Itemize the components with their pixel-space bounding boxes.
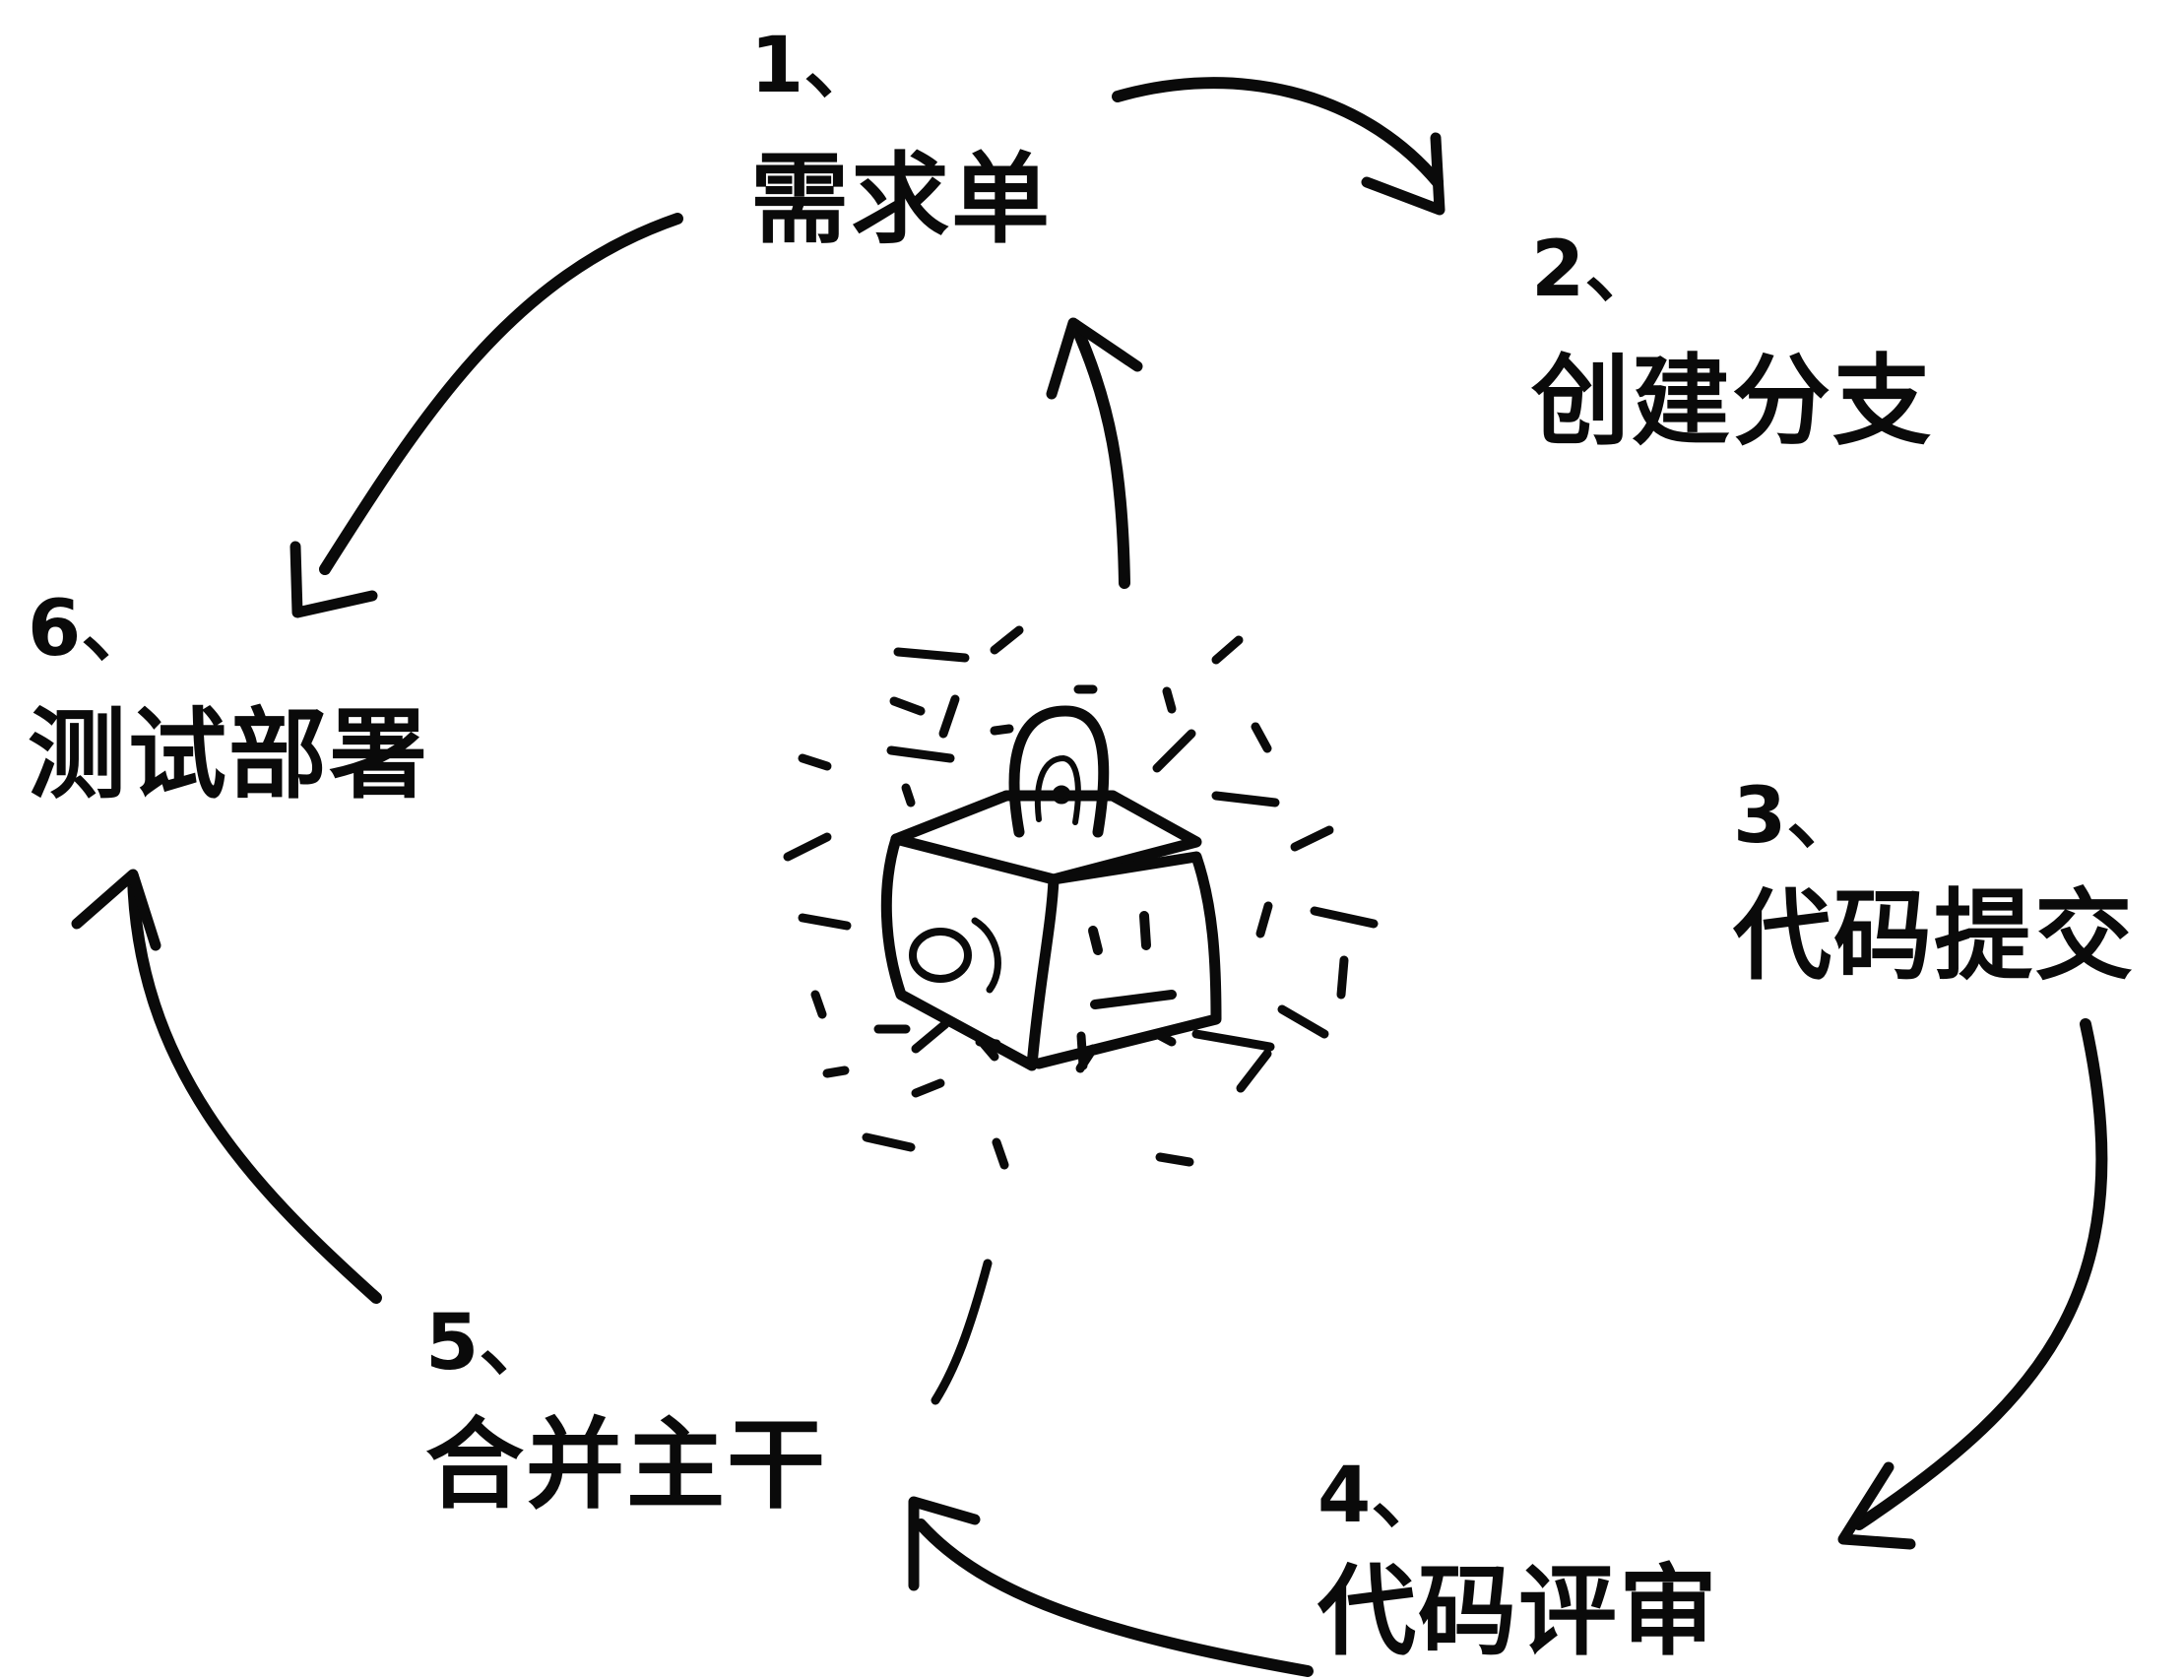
arrow-center-to-1-icon [1046, 317, 1143, 589]
arrow-5-to-6-icon [71, 869, 382, 1304]
step-2-number: 2、 [1531, 226, 1662, 314]
step-3: 3、 代码提交 [1733, 778, 2135, 991]
connector-center-to-5 [931, 1259, 993, 1405]
step-1-number: 1、 [750, 22, 881, 110]
step-6-label: 测试部署 [28, 697, 429, 812]
step-5: 5、 合并主干 [425, 1305, 827, 1519]
arrow-1-to-6-icon [289, 213, 683, 618]
arrow-3-to-4-icon [1837, 1018, 2108, 1550]
arrow-1-to-2-icon [1112, 77, 1445, 216]
step-6-number: 6、 [28, 585, 159, 674]
step-6: 6、 测试部署 [28, 591, 429, 809]
step-2-label: 创建分支 [1531, 344, 1933, 459]
step-3-label: 代码提交 [1733, 878, 2135, 994]
step-5-label: 合并主干 [425, 1407, 827, 1522]
step-3-number: 3、 [1733, 772, 1864, 861]
step-4-number: 4、 [1317, 1452, 1448, 1540]
step-4: 4、 代码评审 [1317, 1457, 1719, 1666]
arrow-4-to-5-icon [908, 1496, 1314, 1677]
step-2: 2、 创建分支 [1531, 231, 1933, 456]
glowing-lock-box-icon [783, 625, 1379, 1170]
step-1: 1、 需求单 [750, 28, 1052, 254]
step-1-label: 需求单 [750, 142, 1052, 257]
step-4-label: 代码评审 [1317, 1554, 1719, 1669]
step-5-number: 5、 [425, 1299, 556, 1388]
